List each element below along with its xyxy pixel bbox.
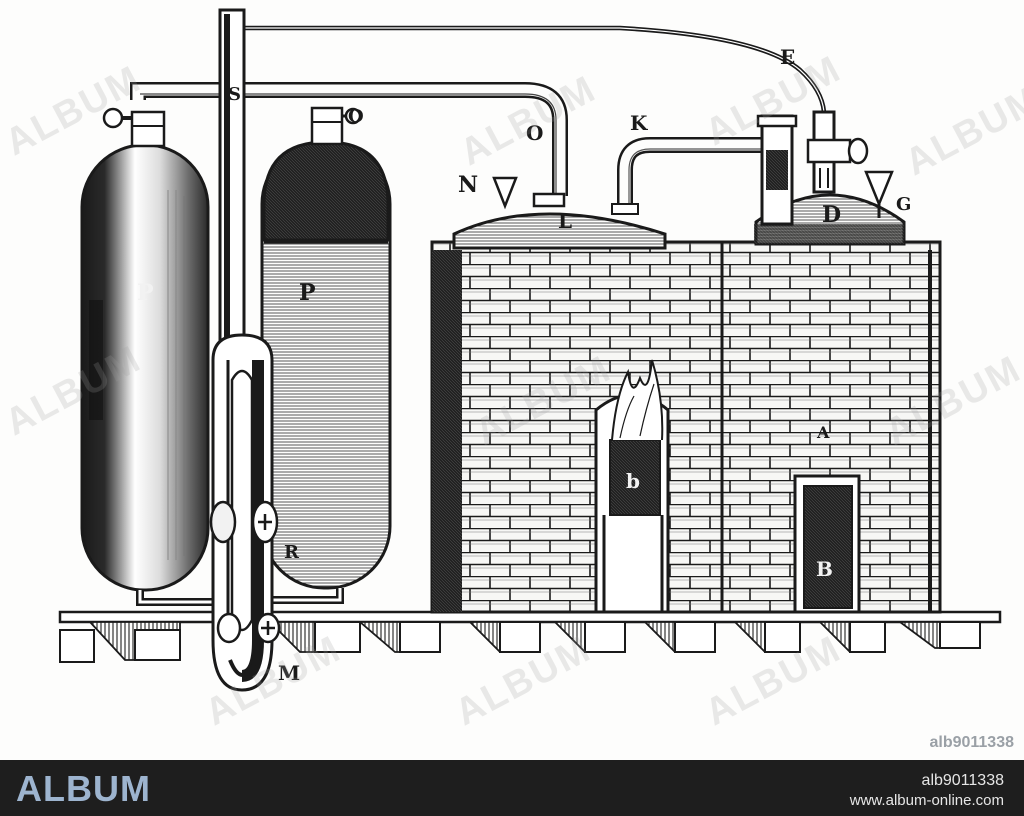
label-b: b [626,469,640,493]
dome-L [452,176,667,250]
label-N: N [458,172,478,198]
gauge-tube-S [209,8,281,692]
label-S: S [228,84,241,105]
label-M: M [278,661,300,685]
footer-image-id: alb9011338 [921,772,1004,789]
cylinder-right-P [260,106,392,604]
cylinder-left-P [80,107,225,606]
gauge-pipe-E [243,25,827,113]
footer-url-link[interactable]: www.album-online.com [849,792,1004,809]
label-K: K [630,111,648,135]
label-L: L [558,209,572,233]
footer-bar: ALBUM alb9011338 www.album-online.com [0,760,1024,816]
label-R: R [284,542,300,563]
label-P-left: P [137,280,154,306]
album-logo[interactable]: ALBUM [16,768,151,809]
label-O-pipe: O [526,121,543,145]
image-id-label: alb9011338 [929,734,1014,751]
diagram-labels: P P S O O E K N L D G A B b R M [137,45,911,685]
engraving-canvas: P P S O O E K N L D G A B b R M ALBUM AL… [0,8,1024,751]
pipe-K [617,137,770,210]
brick-furnace [430,240,942,614]
dome-D [754,110,906,246]
label-O-valve: O [348,106,364,127]
pipe-O [130,82,568,196]
label-G: G [896,194,911,215]
label-B: B [816,557,833,581]
ground-platform [58,610,1002,663]
label-P-right: P [299,280,316,306]
apparatus-engraving: P P S O O E K N L D G A B b R M [58,8,1002,692]
label-A: A [816,423,830,442]
label-D: D [822,202,841,228]
label-E: E [780,45,795,69]
